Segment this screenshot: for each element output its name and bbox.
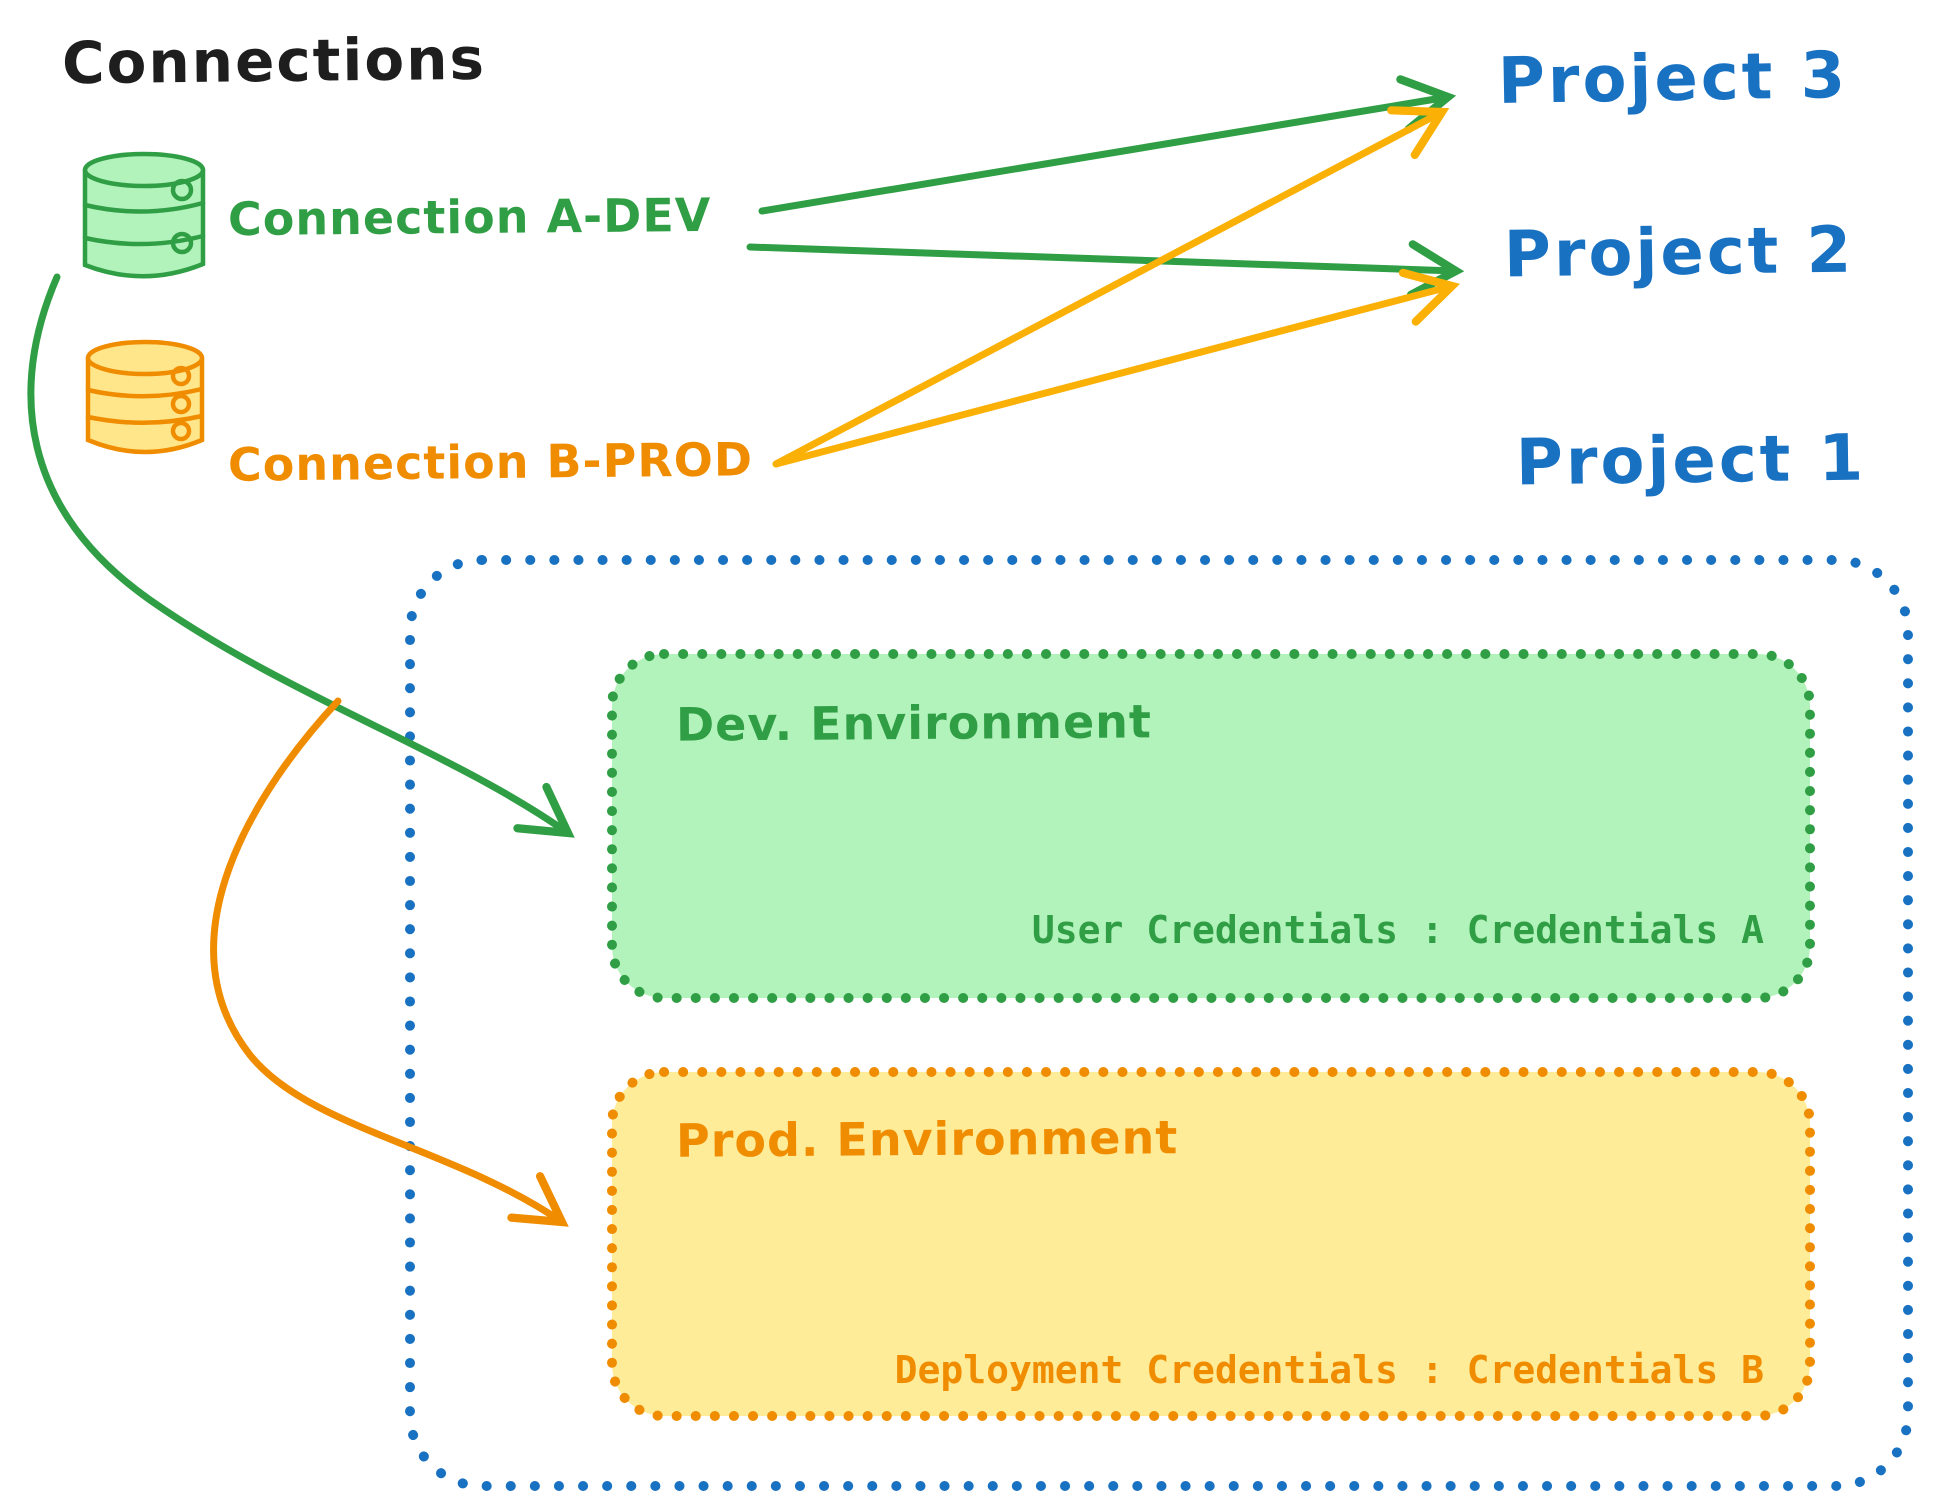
project-2-label: Project 2 [1503, 213, 1855, 293]
arrow-a-dev-to-project-3 [758, 75, 1457, 215]
project-3-label: Project 3 [1497, 38, 1849, 120]
database-icon-a-dev [82, 151, 206, 279]
connection-a-dev-label: Connection A-DEV [227, 187, 712, 247]
dev-environment-box [607, 649, 1815, 1003]
dev-environment-title: Dev. Environment [675, 694, 1153, 752]
arrow-a-dev-to-project-2 [746, 240, 1465, 299]
prod-environment-title: Prod. Environment [675, 1110, 1179, 1168]
connection-b-prod-label: Connection B-PROD [227, 432, 754, 492]
arrow-a-dev-to-dev-environment [27, 273, 575, 838]
prod-environment-box [607, 1067, 1815, 1421]
arrow-b-prod-to-project-3 [772, 106, 1450, 468]
project-1-label: Project 1 [1515, 421, 1867, 501]
prod-environment-credentials: Deployment Credentials : Credentials B [894, 1348, 1764, 1392]
arrow-b-prod-to-prod-environment [210, 697, 569, 1227]
database-icon-b-prod [85, 339, 205, 455]
arrow-b-prod-to-project-2 [772, 268, 1460, 468]
project-1-container-border [405, 555, 1913, 1491]
diagram-title: Connections [61, 24, 487, 98]
dev-environment-credentials: User Credentials : Credentials A [1031, 908, 1764, 952]
